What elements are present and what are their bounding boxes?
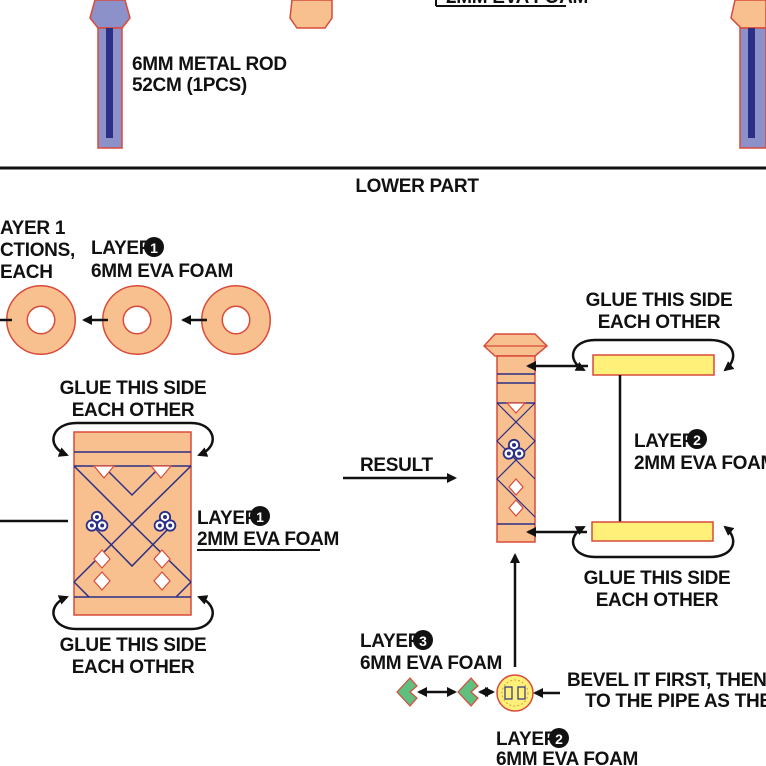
number-badge-1: 1	[144, 237, 164, 257]
bevel-label-line2: 6MM EVA FOAM	[360, 653, 502, 674]
layer1-panel	[73, 431, 192, 616]
top-right-rod-assembly	[730, 0, 766, 149]
number-badge-2b: 2	[549, 728, 569, 748]
layer2-strip-bottom	[591, 521, 714, 542]
left-glue-top-arrow	[52, 421, 214, 457]
svg-text:1: 1	[256, 509, 264, 525]
rings-label-line2: 6MM EVA FOAM	[91, 261, 233, 282]
right-glue-bottom-line2: EACH OTHER	[596, 590, 719, 611]
section-title: LOWER PART	[355, 176, 479, 197]
result-label: RESULT	[360, 455, 433, 476]
rings-label-line1: LAYER	[91, 238, 153, 259]
number-badge-1b: 1	[250, 506, 270, 526]
svg-text:2: 2	[555, 731, 563, 747]
right-glue-top-line1: GLUE THIS SIDE	[586, 290, 733, 311]
svg-text:3: 3	[419, 633, 427, 649]
result-pipe	[482, 333, 549, 543]
left-partial-line3: EACH	[0, 262, 53, 283]
left-glue-bottom-line2: EACH OTHER	[72, 657, 195, 678]
instruction-line1: BEVEL IT FIRST, THEN ATT	[567, 670, 766, 691]
panel-label-line2: 2MM EVA FOAM	[197, 529, 339, 550]
rod-label-line2: 52CM (1PCS)	[132, 75, 247, 96]
cap-label-line1: LAYER	[496, 729, 558, 750]
number-badge-2: 2	[687, 429, 707, 449]
left-partial-line2: CTIONS,	[0, 240, 75, 261]
cap-label-line2: 6MM EVA FOAM	[496, 749, 638, 766]
left-glue-top-line1: GLUE THIS SIDE	[60, 378, 207, 399]
top-partial-label: 2MM EVA FOAM	[446, 0, 588, 8]
number-badge-3: 3	[413, 630, 433, 650]
top-left-rod-assembly	[89, 0, 131, 149]
top-cap-piece	[289, 0, 333, 29]
bevel-label-line1: LAYER	[360, 631, 422, 652]
bevel-piece-2	[457, 677, 479, 707]
strip-label-line1: LAYER	[634, 431, 696, 452]
right-glue-bottom-line1: GLUE THIS SIDE	[584, 568, 731, 589]
instruction-line2: TO THE PIPE AS THE CO	[585, 691, 766, 712]
left-glue-bottom-arrow	[52, 595, 214, 631]
strip-label-line2: 2MM EVA FOAM	[634, 453, 766, 474]
svg-text:1: 1	[150, 240, 158, 256]
layer2-strip-top	[592, 354, 715, 376]
right-glue-top-arrow	[571, 338, 735, 372]
rod-label-line1: 6MM METAL ROD	[132, 54, 287, 75]
left-partial-line1: AYER 1	[0, 218, 66, 239]
bevel-piece-1	[396, 677, 418, 707]
svg-text:2: 2	[693, 432, 701, 448]
left-glue-top-line2: EACH OTHER	[72, 400, 195, 421]
layer2-cap-disc	[496, 674, 534, 712]
right-glue-bottom-arrow	[571, 525, 735, 559]
left-glue-bottom-line1: GLUE THIS SIDE	[60, 635, 207, 656]
right-glue-top-line2: EACH OTHER	[598, 312, 721, 333]
panel-label-line1: LAYER	[197, 508, 259, 529]
